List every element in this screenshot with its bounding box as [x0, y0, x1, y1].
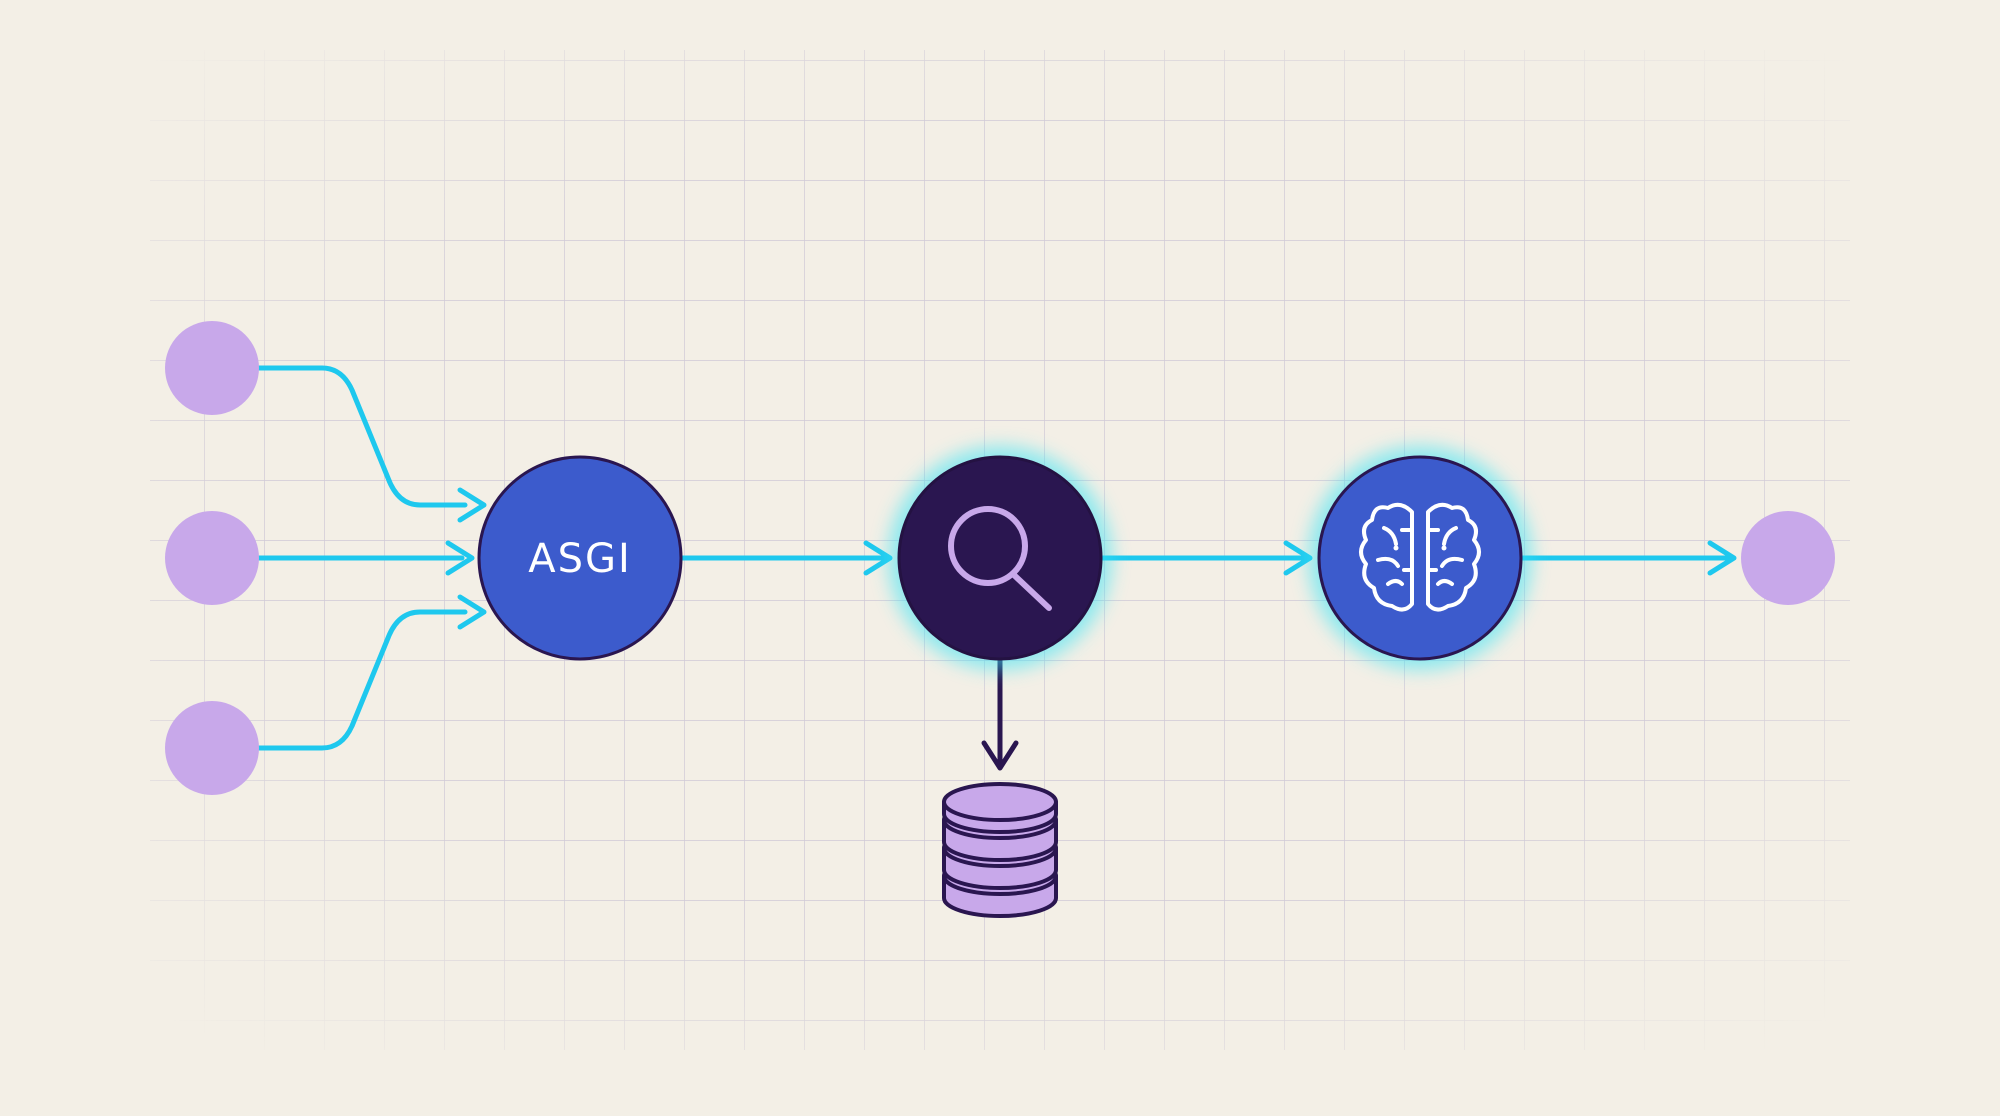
client-node-2 [165, 511, 259, 605]
client-connectors [252, 365, 487, 751]
search-node [888, 446, 1112, 670]
model-node [1308, 446, 1532, 670]
arrowhead-1 [457, 487, 487, 523]
search-to-database-connector [981, 657, 1019, 771]
database-icon [942, 782, 1058, 918]
output-node [1741, 511, 1835, 605]
asgi-label: ASGI [528, 536, 632, 582]
arrowhead-2 [445, 540, 475, 576]
arrowhead-3 [457, 594, 487, 630]
brain-icon [1359, 502, 1481, 612]
client-node-1 [165, 321, 259, 415]
asgi-server-node: ASGI [477, 455, 683, 661]
magnifier-icon [948, 506, 1052, 611]
client-node-3 [165, 701, 259, 795]
connector-client-3-to-server [252, 609, 468, 751]
connector-client-1-to-server [252, 365, 468, 508]
arrowhead-output [1707, 540, 1737, 576]
